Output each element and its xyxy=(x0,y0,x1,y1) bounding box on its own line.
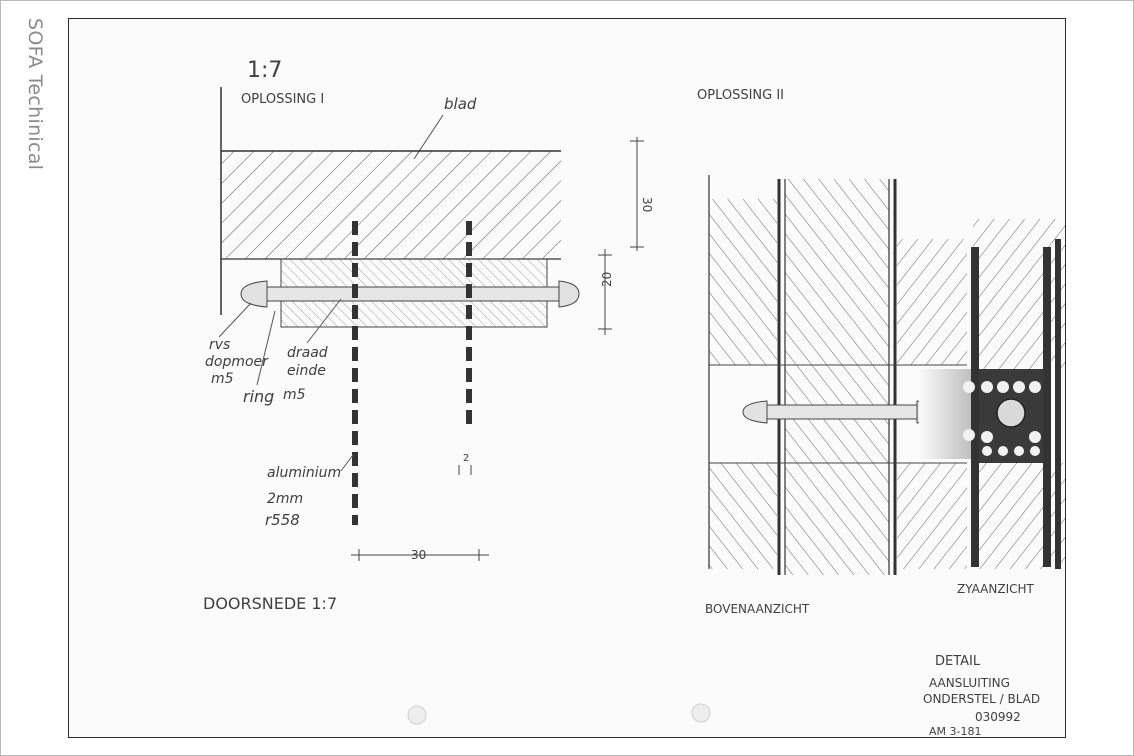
blad-label: blad xyxy=(444,95,477,113)
cap-nut-right xyxy=(558,280,580,308)
label-m5-b: m5 xyxy=(283,387,306,403)
cap-nut-side xyxy=(996,398,1026,428)
dim-20-vertical: 20 xyxy=(600,272,614,287)
label-draad: draad xyxy=(287,345,328,361)
sidebar-title: SOFA Techinical xyxy=(24,18,46,171)
dim-30-vertical: 30 xyxy=(640,197,654,212)
caption-bovenaanzicht: BOVENAANZICHT xyxy=(705,602,810,616)
title-date: 030992 xyxy=(975,710,1021,724)
technical-drawing: 1:7 OPLOSSING I blad 30 20 2 30 rvs dopm… xyxy=(203,58,1065,737)
title-detail: DETAIL xyxy=(935,654,981,669)
blad-section xyxy=(221,151,561,259)
oplossing-2-heading: OPLOSSING II xyxy=(697,88,784,103)
oplossing-1-heading: OPLOSSING I xyxy=(241,92,324,107)
label-2mm: 2mm xyxy=(267,491,303,507)
title-aansluiting: AANSLUITING xyxy=(929,676,1010,690)
label-m5-a: m5 xyxy=(211,371,234,387)
blad-top-view xyxy=(785,179,889,575)
bolt-top-view xyxy=(766,404,920,420)
dim-30-horizontal: 30 xyxy=(411,548,426,562)
cap-nut-left xyxy=(240,280,268,308)
label-ring: ring xyxy=(243,387,274,406)
label-r558: r558 xyxy=(265,511,300,529)
threaded-rod xyxy=(266,286,564,302)
title-ref: AM 3-181 xyxy=(929,725,981,737)
dim-2: 2 xyxy=(463,453,469,464)
punch-hole-right xyxy=(691,703,711,723)
scale-label: 1:7 xyxy=(247,58,282,83)
profile-holes xyxy=(963,381,1041,456)
label-dopmoer: dopmoer xyxy=(205,354,269,370)
caption-doorsnede: DOORSNEDE 1:7 xyxy=(203,594,337,613)
label-aluminium: aluminium xyxy=(267,465,341,481)
drawing-sheet: 1:7 OPLOSSING I blad 30 20 2 30 rvs dopm… xyxy=(68,18,1066,738)
label-einde: einde xyxy=(287,363,326,379)
label-rvs: rvs xyxy=(209,337,230,353)
title-onderstel-blad: ONDERSTEL / BLAD xyxy=(923,692,1040,706)
caption-zijaanzicht: ZYAANZICHT xyxy=(957,582,1035,596)
punch-hole-left xyxy=(407,705,427,725)
profile-side xyxy=(971,247,979,567)
